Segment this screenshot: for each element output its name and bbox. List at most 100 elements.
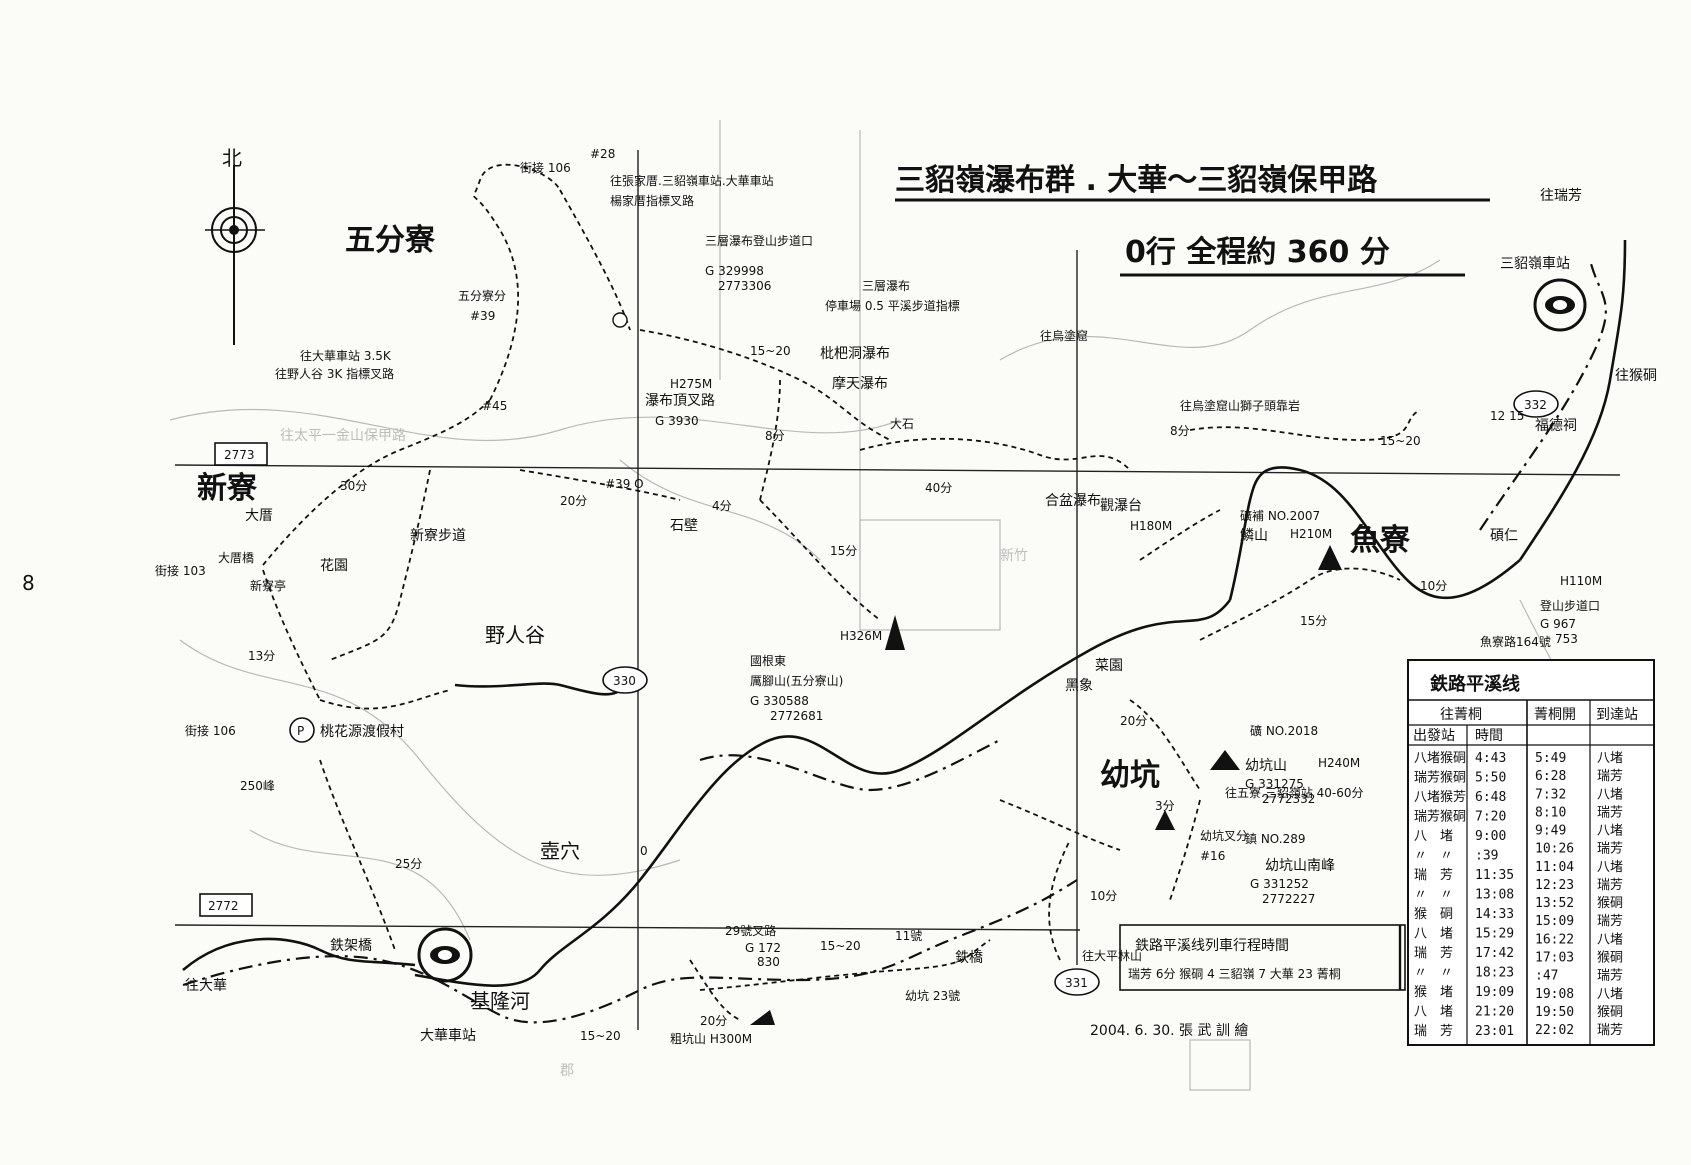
schedule-down-dest: 猴硐: [1440, 751, 1466, 766]
schedule-down-dest: 芳: [1440, 868, 1453, 883]
note-h28: #28: [590, 147, 615, 161]
note-stop: 停車場 0.5 平溪步道指標: [825, 298, 960, 313]
note-yanjiao: 厲腳山(五分寮山): [750, 673, 843, 688]
label-sandiaoling-station: 三貂嶺車站: [1500, 255, 1570, 272]
schedule-down-dest: 猴硐: [1440, 771, 1466, 786]
note-no11: 11號: [895, 929, 922, 943]
schedule-down-dest: 〃: [1440, 888, 1453, 903]
schedule-down-station: 八堵: [1414, 751, 1440, 766]
note-south-no: 鎮 NO.289: [1245, 831, 1305, 846]
schedule-up-time: :47: [1535, 969, 1558, 984]
note-pubu-g: G 3930: [655, 414, 699, 428]
schedule-down-time: 18:23: [1475, 966, 1514, 981]
label-dacheng: 大厝: [245, 508, 273, 524]
schedule-up-dest: 八堵: [1597, 787, 1623, 802]
schedule-up-dest: 瑞芳: [1597, 914, 1623, 929]
note-youkeng-fork: 幼坑叉分: [1200, 828, 1248, 843]
note-south-peak: 幼坑山南峰: [1265, 858, 1335, 874]
schedule-down-station: 瑞: [1414, 1024, 1427, 1039]
label-qitou: 石壁: [670, 518, 698, 534]
time-15-20a: 15~20: [750, 344, 791, 358]
label-fude: 福德祠: [1535, 418, 1577, 434]
place-xinliao: 新寮: [197, 471, 258, 506]
railway: [182, 259, 1607, 1024]
note-dahua35: 往大華車站 3.5K: [300, 348, 392, 363]
note-youkeng23: 幼坑 23號: [905, 988, 960, 1003]
journey-title: 鉄路平溪线列車行程時間: [1135, 937, 1289, 954]
schedule-down-dest: 猴芳: [1440, 790, 1466, 805]
youkeng-peak-icon: [1210, 750, 1240, 770]
note-fork-3: 往五寮.三貂嶺站 40-60分: [1225, 785, 1364, 800]
note-youkeng-peak: 幼坑山: [1245, 758, 1287, 774]
time-250: 250峰: [240, 779, 275, 793]
time-15b: 15分: [1300, 614, 1327, 628]
route-to-houtong: 往猴硐: [1615, 368, 1657, 384]
schedule-down-dest: 芳: [1440, 946, 1453, 961]
note-youkeng-g2: 2772332: [1262, 792, 1315, 806]
schedule-down-station: 八: [1414, 1005, 1427, 1020]
peak-markers: [750, 545, 1342, 1025]
time-20: 20分: [560, 494, 587, 508]
schedule-up-dest: 瑞芳: [1597, 769, 1623, 784]
journey-line: 瑞芳 6分 猴硐 4 三貂嶺 7 大華 23 菁桐: [1128, 967, 1341, 981]
note-wutu: 往烏塗窟: [1040, 328, 1088, 343]
schedule-down-time: 14:33: [1475, 907, 1514, 922]
schedule-down-dest: 〃: [1440, 849, 1453, 864]
label-rail-bridge-right: 鉄橋: [955, 950, 983, 966]
time-12-15: 12 15: [1490, 409, 1524, 423]
label-dahua-station: 大華車站: [420, 1027, 476, 1044]
time-8: 8分: [765, 429, 785, 443]
svg-text:P: P: [297, 724, 304, 738]
note-dashi: 大石: [890, 417, 914, 431]
time-15: 15分: [830, 544, 857, 558]
schedule-down-time: 19:09: [1475, 985, 1514, 1000]
place-yerengu: 野人谷: [485, 623, 545, 647]
note-pubu-jiao: 瀑布頂叉路: [645, 393, 715, 409]
note-sanceng-g2: 2773306: [718, 279, 771, 293]
time-10b: 10分: [1090, 889, 1117, 903]
note-pubu-h: H275M: [670, 377, 712, 391]
note-fourmin: 4分: [712, 499, 732, 513]
schedule-down-station: 〃: [1414, 888, 1427, 903]
route-to-datong: 往大平林山: [1082, 948, 1142, 963]
note-south-g: G 331252: [1250, 877, 1309, 891]
schedule-up-dest: 猴硐: [1597, 1005, 1623, 1020]
time-3: 3分: [1155, 799, 1175, 813]
schedule-down-station: 八: [1414, 927, 1427, 942]
schedule-down-time: 13:08: [1475, 888, 1514, 903]
schedule-up-dest: 八堵: [1597, 751, 1623, 766]
schedule-down-station: 猴: [1414, 985, 1427, 1000]
schedule-down-time: 5:50: [1475, 771, 1506, 786]
note-wufen-dot: #39 O: [605, 477, 644, 491]
road-330: 330: [613, 674, 636, 688]
schedule-down-dest: 硐: [1440, 907, 1453, 922]
time-15-20d: 15~20: [580, 1029, 621, 1043]
svg-text:郡: 郡: [560, 1063, 574, 1079]
map-subtitle: 0行 全程約 360 分: [1125, 235, 1390, 270]
schedule-up-time: 8:10: [1535, 805, 1566, 820]
schedule-down-time: :39: [1475, 849, 1498, 864]
schedule-up-header: 菁桐開: [1534, 707, 1576, 723]
yanjiao-peak-icon: [885, 615, 905, 650]
schedule-down-station: 瑞: [1414, 946, 1427, 961]
schedule-down-dest: 堵: [1440, 1005, 1453, 1020]
schedule-up-time: 19:08: [1535, 987, 1574, 1002]
note-youkeng-no: 礦 NO.2018: [1250, 723, 1318, 738]
place-huxue: 壺穴: [540, 839, 580, 863]
note-jian3: 往烏塗窟山獅子頭靠岩: [1180, 398, 1300, 413]
schedule-up-dest: 瑞芳: [1597, 842, 1623, 857]
time-30: 30分: [340, 479, 367, 493]
schedule-col-start: 出發站: [1413, 728, 1455, 744]
south-peak-icon: [1155, 810, 1175, 830]
schedule-up-time: 12:23: [1535, 878, 1574, 893]
place-yuliao: 魚寮: [1350, 523, 1411, 558]
schedule-up-time: 6:28: [1535, 769, 1566, 784]
note-h16: #16: [1200, 849, 1225, 863]
note-wufen-fork: 五分寮分: [458, 288, 506, 303]
label-mianyun: 碩仁: [1490, 528, 1518, 544]
schedule-up-time: 10:26: [1535, 842, 1574, 857]
place-youkeng: 幼坑: [1100, 758, 1160, 793]
note-sanceng2: 三層瀑布: [862, 279, 910, 293]
label-xinliao-trail: 新寮步道: [410, 527, 466, 544]
